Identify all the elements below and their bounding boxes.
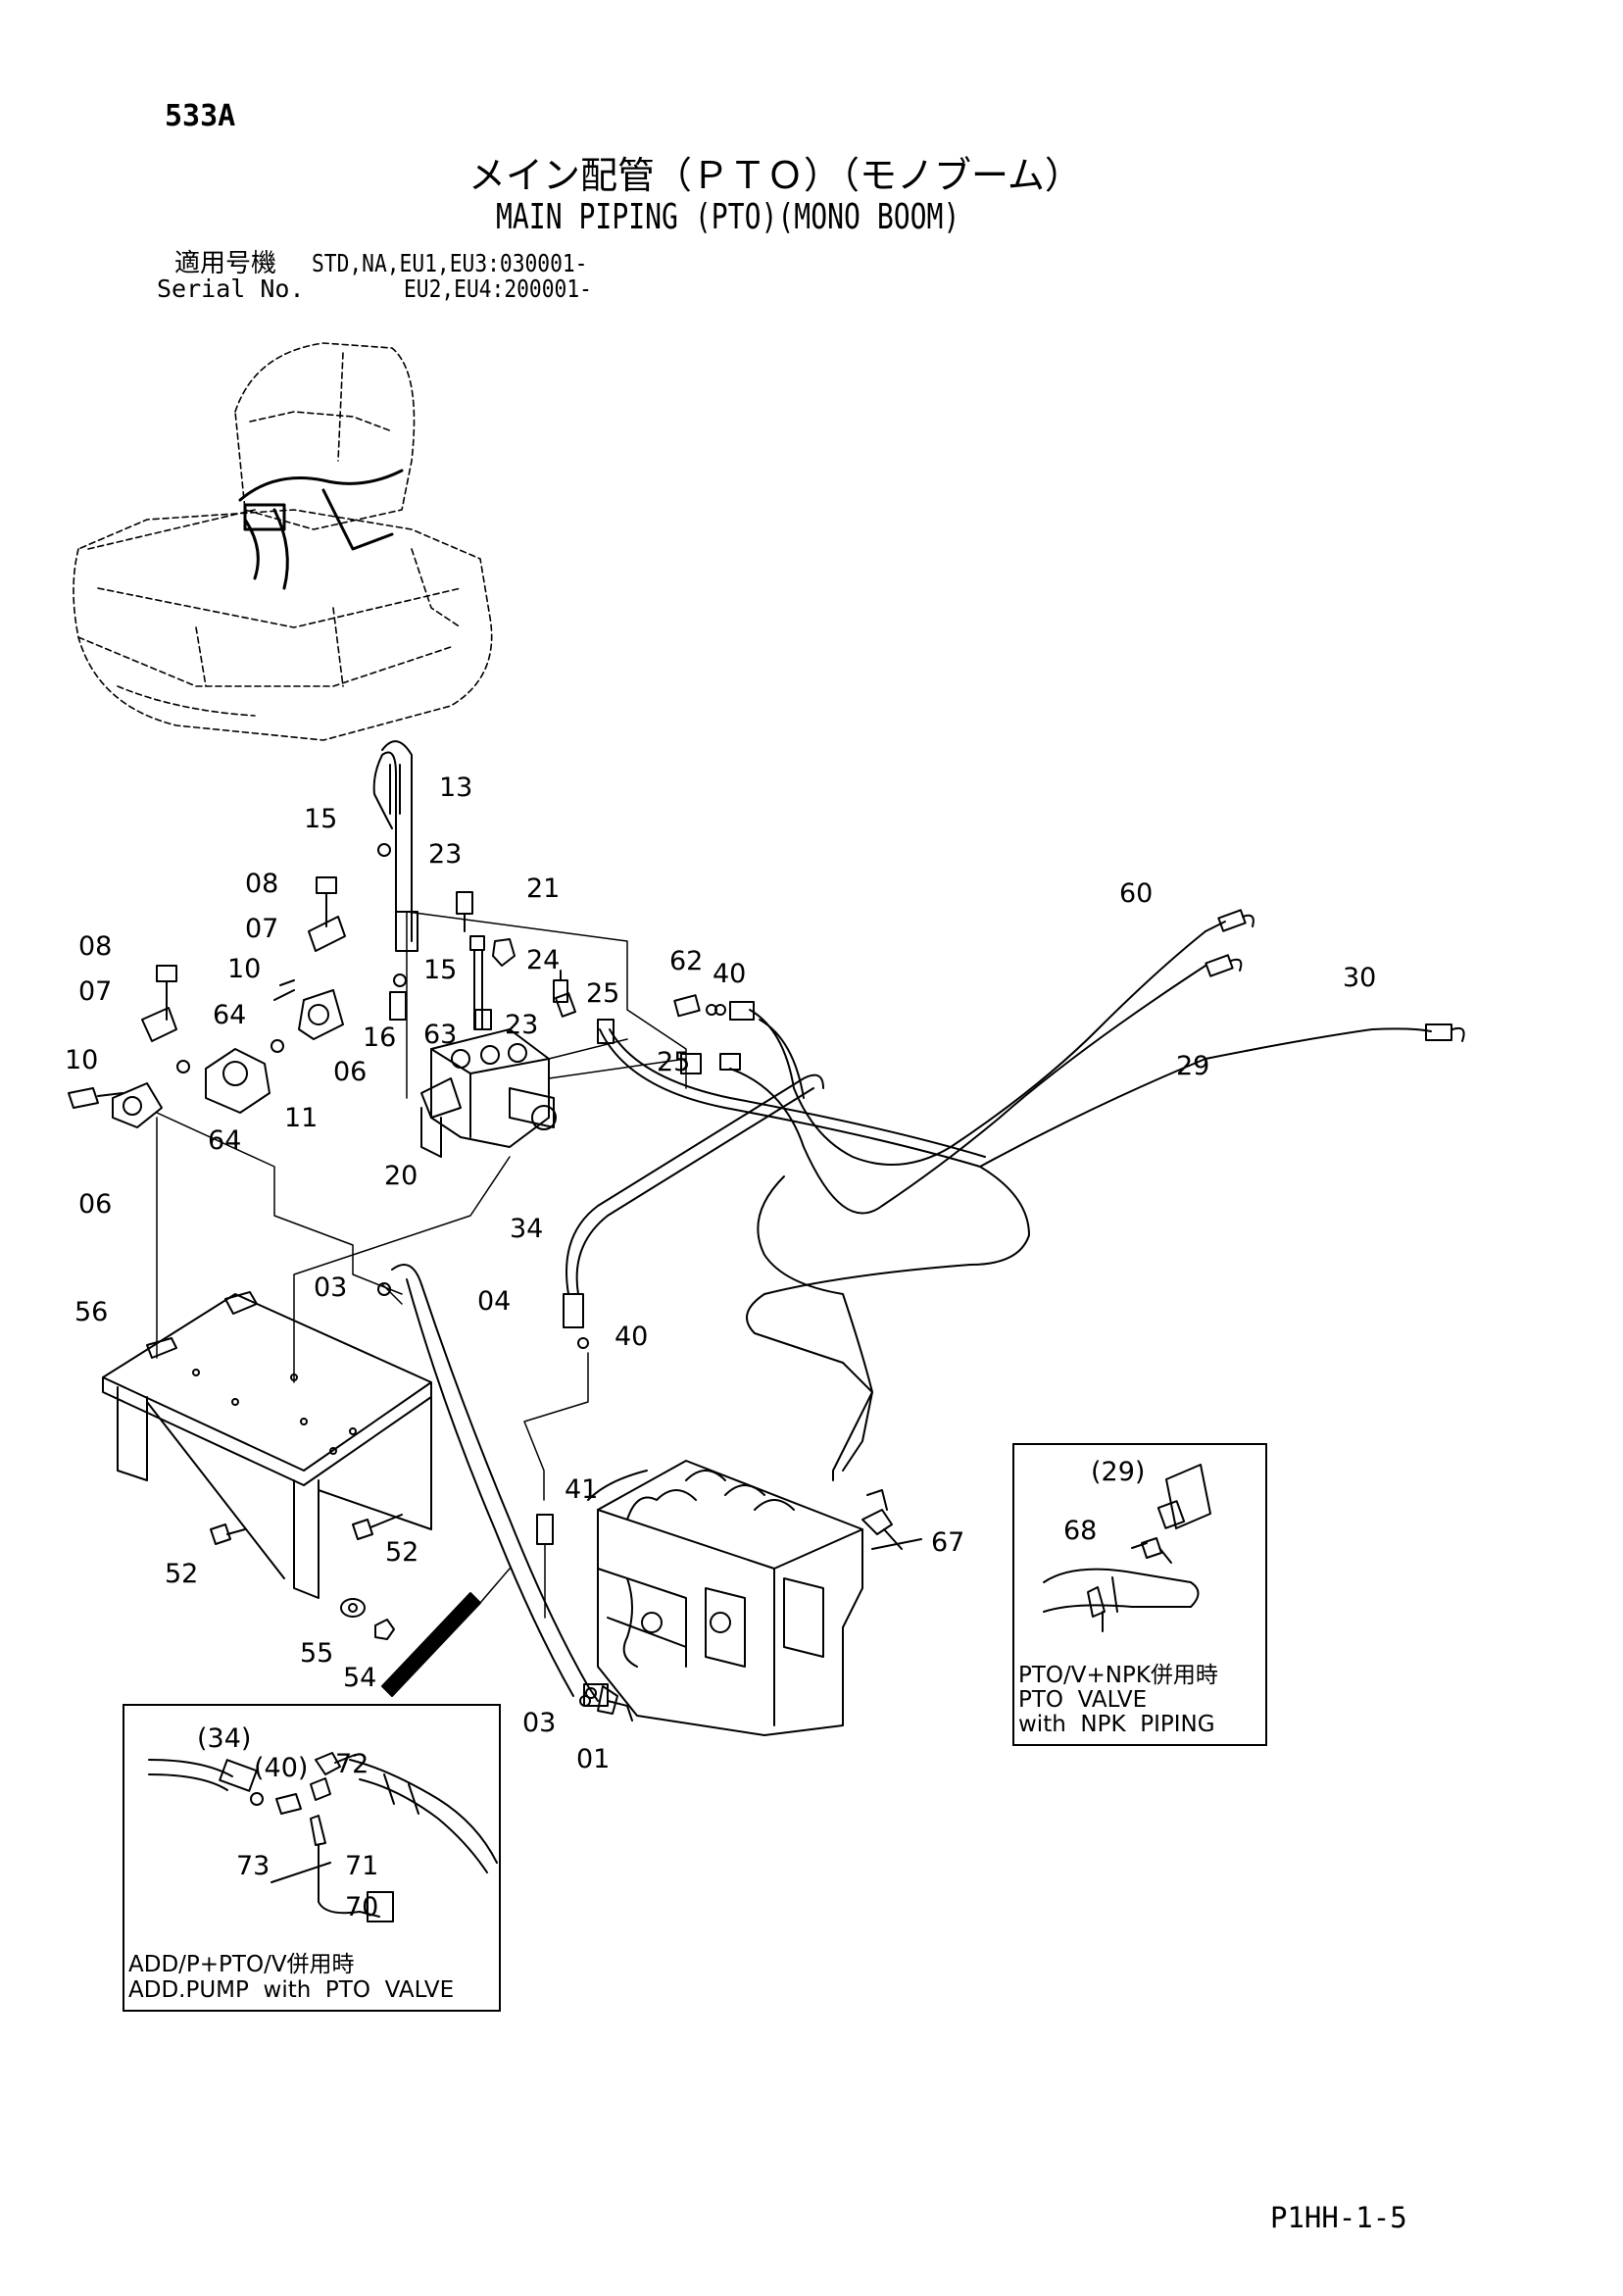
callout-23: 23: [428, 839, 463, 870]
pto-valve-block: [420, 1028, 557, 1158]
callout-25: 25: [586, 978, 620, 1009]
inset-callout-34: (34): [197, 1723, 252, 1754]
inset-callout-29: (29): [1091, 1457, 1146, 1487]
inset-add-pump-caption-en: ADD.PUMP with PTO VALVE: [128, 1977, 455, 2003]
callout-64: 64: [213, 1000, 247, 1030]
callout-06: 06: [333, 1057, 368, 1087]
inset-add-pump-caption-jp: ADD/P+PTO/V併用時: [128, 1952, 355, 1977]
inset-npk-caption-en1: PTO VALVE: [1018, 1687, 1148, 1713]
title-english: MAIN PIPING (PTO)(MONO BOOM): [496, 197, 960, 237]
callout-63: 63: [423, 1020, 458, 1050]
hose-04: [391, 1264, 599, 1702]
callout-30: 30: [1343, 963, 1377, 993]
callout-64: 64: [208, 1125, 242, 1156]
callout-24: 24: [526, 945, 561, 975]
inset-callout-71: 71: [345, 1851, 379, 1881]
callout-67: 67: [931, 1527, 965, 1558]
callout-56: 56: [74, 1297, 109, 1327]
callout-13: 13: [439, 773, 473, 803]
callout-11: 11: [284, 1103, 319, 1133]
callout-03: 03: [314, 1273, 348, 1303]
callout-40: 40: [713, 959, 747, 989]
inset-callout-73: 73: [236, 1851, 270, 1881]
callout-01: 01: [576, 1744, 611, 1774]
callout-07: 07: [78, 976, 113, 1007]
inset-add-pump-drawing: [148, 1752, 498, 1922]
callout-52: 52: [385, 1537, 419, 1568]
callout-15: 15: [304, 804, 338, 834]
inset-callout-40: (40): [254, 1753, 309, 1783]
inset-callout-72: 72: [335, 1749, 369, 1779]
callout-23: 23: [505, 1010, 539, 1040]
callout-29: 29: [1176, 1051, 1210, 1081]
inset-callout-68: 68: [1063, 1516, 1098, 1546]
serial-label-english: Serial No.: [157, 275, 305, 303]
inset-npk-drawing: [1043, 1464, 1211, 1632]
callout-08: 08: [78, 931, 113, 962]
hose-30: [757, 1027, 1432, 1481]
callout-52: 52: [165, 1559, 199, 1589]
serial-range-1: STD,NA,EU1,EU3:030001-: [312, 249, 588, 277]
callout-15: 15: [423, 955, 458, 985]
callout-34: 34: [510, 1214, 544, 1244]
callout-21: 21: [526, 873, 561, 904]
machine-overview-sketch: [73, 342, 493, 741]
callout-06: 06: [78, 1189, 113, 1220]
callout-10: 10: [65, 1045, 99, 1075]
serial-label-japanese: 適用号機: [174, 249, 277, 278]
machine-pto-lines: [238, 469, 404, 590]
callout-55: 55: [300, 1638, 334, 1669]
inset-callout-70: 70: [345, 1892, 379, 1922]
hose-60: [749, 930, 1206, 1166]
callout-20: 20: [384, 1161, 418, 1191]
callout-07: 07: [245, 914, 279, 944]
title-japanese: メイン配管（ＰＴＯ）（モノブーム）: [468, 154, 1082, 197]
callout-40: 40: [615, 1322, 649, 1352]
hose-29: [729, 965, 1206, 1215]
page-code: 533A: [165, 99, 236, 133]
page-reference: P1HH-1-5: [1270, 2201, 1407, 2234]
hose-34: [566, 1073, 824, 1295]
control-valve: [587, 1460, 863, 1736]
callout-54: 54: [343, 1663, 377, 1693]
inset-npk-piping: (29) 68 PTO/V+NPK併用時 PTO VALVE with NPK …: [1012, 1443, 1267, 1746]
callout-10: 10: [227, 954, 262, 984]
callout-41: 41: [565, 1474, 599, 1505]
callout-16: 16: [363, 1023, 397, 1053]
mounting-plate: [102, 1291, 432, 1599]
callout-04: 04: [477, 1286, 512, 1317]
hose-13: [372, 751, 397, 942]
callout-03: 03: [522, 1708, 557, 1738]
callout-62: 62: [669, 946, 704, 976]
callout-60: 60: [1119, 878, 1154, 909]
callout-08: 08: [245, 869, 279, 899]
inset-add-pump: (34) (40) 72 73 71 70 ADD/P+PTO/V併用時 ADD…: [123, 1704, 501, 2012]
serial-range-2: EU2,EU4:200001-: [404, 275, 592, 303]
callout-25: 25: [657, 1047, 691, 1077]
inset-npk-caption-en2: with NPK PIPING: [1018, 1712, 1215, 1737]
inset-npk-caption-jp: PTO/V+NPK併用時: [1018, 1663, 1218, 1688]
